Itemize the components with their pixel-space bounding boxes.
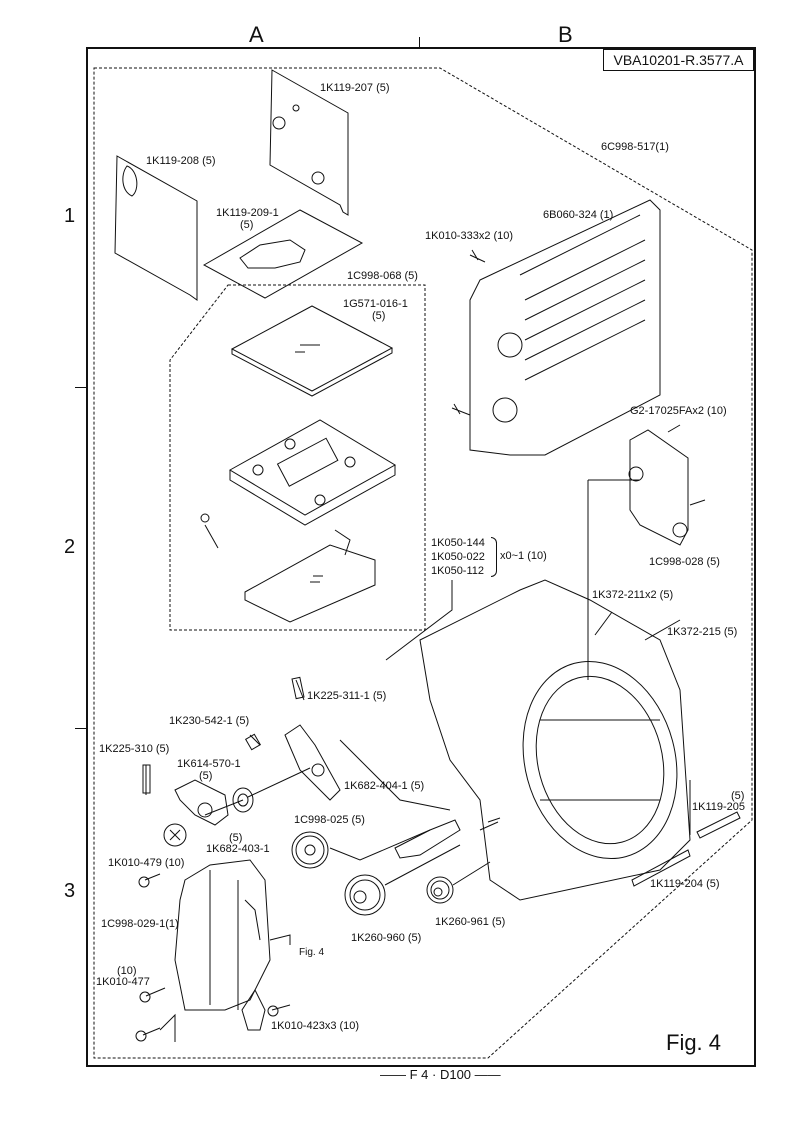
part-label-1k682-404-1: 1K682-404-1 (5): [344, 780, 425, 792]
part-label-1c998-028: 1C998-028 (5): [649, 556, 720, 568]
lens-mount-ring: [522, 660, 678, 860]
part-label-1c998-029-1: 1C998-029-1(1): [101, 918, 179, 930]
part-label-1k010-479: 1K010-479 (10): [108, 857, 185, 869]
part-label-1k050-112: 1K050-112: [431, 565, 485, 577]
row-divider-tick: [75, 387, 86, 388]
part-qty-1k010-477: (10): [117, 965, 137, 977]
figure-label: Fig. 4: [666, 1030, 722, 1055]
column-label-b: B: [558, 22, 573, 47]
leader-1k050: [385, 580, 453, 661]
sensor-holder: [229, 419, 396, 516]
assembly-boundary: [93, 67, 753, 1059]
part-label-1k230-542-1: 1K230-542-1 (5): [169, 715, 250, 727]
screw: [451, 403, 471, 416]
subassembly-boundary-1c998-068: [169, 284, 426, 631]
part-label-1k682-403-1: 1K682-403-1: [206, 843, 270, 855]
plate-1c998-028: [629, 429, 689, 546]
row-divider-tick: [75, 728, 86, 729]
lever-1k682-404-1: [284, 724, 341, 801]
mirror-box-6b060-324: [469, 199, 661, 456]
part-label-1k119-209-1: 1K119-209-1: [216, 207, 279, 219]
plate-1k119-207: [269, 69, 349, 216]
part-label-1k614-570-1: 1K614-570-1: [177, 758, 241, 770]
part-qty-1k119-209-1: (5): [240, 219, 254, 231]
main-chassis: [419, 579, 691, 901]
figure-reference-small: Fig. 4: [299, 947, 325, 958]
part-label-1k010-477: 1K010-477: [96, 976, 150, 988]
gear-1c998-025: [291, 831, 329, 869]
part-label-6c998-517: 6C998-517(1): [601, 141, 669, 153]
part-label-1k050-144: 1K050-144: [431, 537, 485, 549]
part-label-1k225-310: 1K225-310 (5): [99, 743, 170, 755]
bracket: [244, 544, 376, 623]
part-label-1k119-207: 1K119-207 (5): [320, 82, 390, 94]
column-divider-tick: [419, 37, 420, 48]
plate-1k119-208: [114, 155, 198, 301]
assembly-1c998-029-1: [174, 859, 271, 1011]
screw-1k010-333: [469, 249, 486, 263]
part-label-1k119-204: 1K119-204 (5): [650, 878, 720, 890]
part-qty-1k119-205: (5): [731, 790, 745, 802]
part-label-1k260-961: 1K260-961 (5): [435, 916, 506, 928]
row-label-1: 1: [64, 205, 76, 227]
shaft-assembly: [394, 819, 461, 859]
screw: [142, 873, 291, 1036]
spring-1k225-311-1: [295, 679, 305, 701]
gasket-1k119-209-1: [202, 209, 364, 299]
lever-1k682-403-1: [174, 779, 229, 826]
row-label-2: 2: [64, 536, 76, 558]
screw-head-1k010-479: [163, 823, 187, 847]
part-qty-1k050-group: x0~1 (10): [500, 550, 547, 562]
filter-1g571-016-1: [230, 305, 394, 392]
part-label-1k010-333: 1K010-333x2 (10): [425, 230, 514, 242]
part-label-1c998-068: 1C998-068 (5): [347, 270, 418, 282]
part-label-1k050-022: 1K050-022: [431, 551, 485, 563]
column-label-a: A: [249, 22, 264, 47]
part-label-1k260-960: 1K260-960 (5): [351, 932, 422, 944]
gear-1k260-961: [426, 876, 454, 904]
part-label-1k225-311-1: 1K225-311-1 (5): [307, 690, 387, 702]
part-qty-1g571-016-1: (5): [372, 310, 386, 322]
part-label-1k372-215: 1K372-215 (5): [667, 626, 738, 638]
part-label-1g571-016-1: 1G571-016-1: [343, 298, 408, 310]
spring-1k230-542-1: [249, 734, 261, 746]
part-label-1k010-423: 1K010-423x3 (10): [271, 1020, 360, 1032]
drawing-frame: [86, 47, 756, 1067]
part-label-1k119-205: 1K119-205: [692, 801, 746, 813]
part-qty-1k614-570-1: (5): [199, 770, 213, 782]
page-footer: —— F 4 · D100 ——: [380, 1067, 501, 1082]
strip-1k119-205: [696, 811, 741, 839]
leader: [587, 479, 640, 680]
brace-1k050-group: [491, 537, 497, 577]
part-label-1c998-025: 1C998-025 (5): [294, 814, 365, 826]
row-label-3: 3: [64, 880, 76, 902]
reference-code-box: VBA10201-R.3577.A: [603, 49, 754, 71]
part-label-6b060-324: 6B060-324 (1): [543, 209, 614, 221]
part-label-1k119-208: 1K119-208 (5): [146, 155, 216, 167]
bushing-1k614-570-1: [232, 787, 254, 813]
part-label-g2-17025: G2-17025FAx2 (10): [630, 405, 727, 417]
part-label-1k372-211: 1K372-211x2 (5): [592, 589, 674, 601]
strip-1k119-204: [631, 849, 691, 887]
gear-1k260-960: [344, 874, 386, 916]
part-qty-1k682-403-1: (5): [229, 832, 243, 844]
